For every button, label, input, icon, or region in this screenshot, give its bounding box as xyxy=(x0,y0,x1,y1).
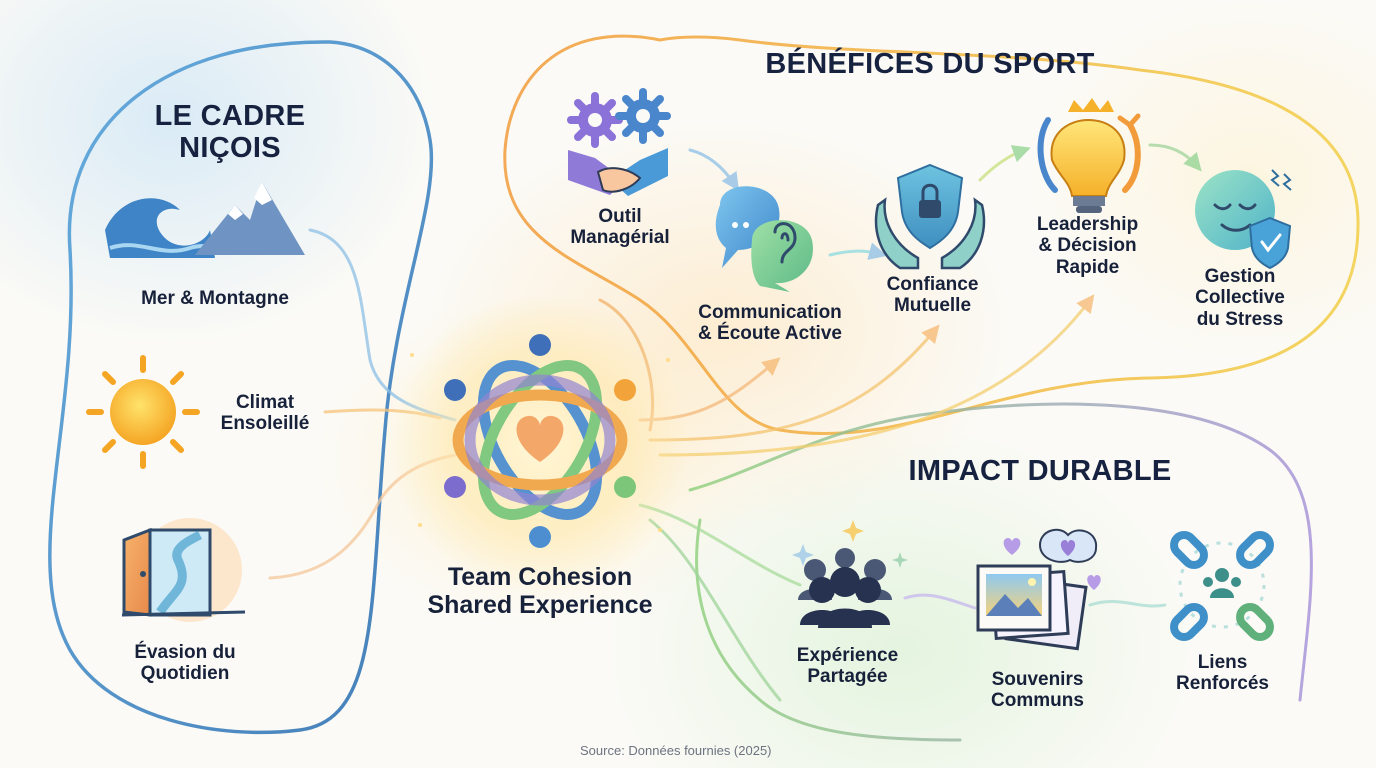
cadre-item-evasion: Évasion du Quotidien xyxy=(134,642,236,685)
benefices-title: BÉNÉFICES DU SPORT xyxy=(765,48,1095,80)
impact-item-souvenirs: Souvenirs Communs xyxy=(991,669,1084,712)
benefices-item-gestion: Gestion Collective du Stress xyxy=(1195,266,1285,330)
impact-title: IMPACT DURABLE xyxy=(908,455,1172,487)
door-path-icon xyxy=(121,518,246,622)
cadre-title: LE CADRE NIÇOIS xyxy=(154,100,306,165)
cadre-item-climat: Climat Ensoleillé xyxy=(220,392,310,435)
benefices-item-outil: Outil Managérial xyxy=(570,206,670,249)
speech-ear-icon xyxy=(715,186,813,292)
cadre-item-mer-montagne: Mer & Montagne xyxy=(141,288,289,309)
benefices-item-confiance: Confiance Mutuelle xyxy=(886,274,979,317)
team-circle-heart-icon xyxy=(390,295,690,595)
cadre-boundary xyxy=(48,40,434,735)
source-note: Source: Données fournies (2025) xyxy=(580,743,772,758)
benefices-item-leadership: Leadership & Décision Rapide xyxy=(1036,214,1139,278)
calm-face-shield-icon xyxy=(1195,169,1292,270)
center-label: Team Cohesion Shared Experience xyxy=(427,563,653,619)
photos-hearts-icon xyxy=(976,528,1101,651)
gears-handshake-icon xyxy=(567,88,671,196)
lightbulb-crown-icon xyxy=(1037,98,1141,213)
benefices-boundary xyxy=(503,34,1360,435)
chain-links-icon xyxy=(1170,531,1274,641)
impact-item-liens: Liens Renforcés xyxy=(1176,652,1269,695)
group-people-icon xyxy=(792,520,908,628)
wave-mountain-icon xyxy=(105,182,305,258)
sun-icon xyxy=(86,355,200,469)
impact-item-experience: Expérience Partagée xyxy=(796,645,899,688)
shield-hands-icon xyxy=(874,163,986,270)
benefices-item-communication: Communication & Écoute Active xyxy=(698,302,842,345)
